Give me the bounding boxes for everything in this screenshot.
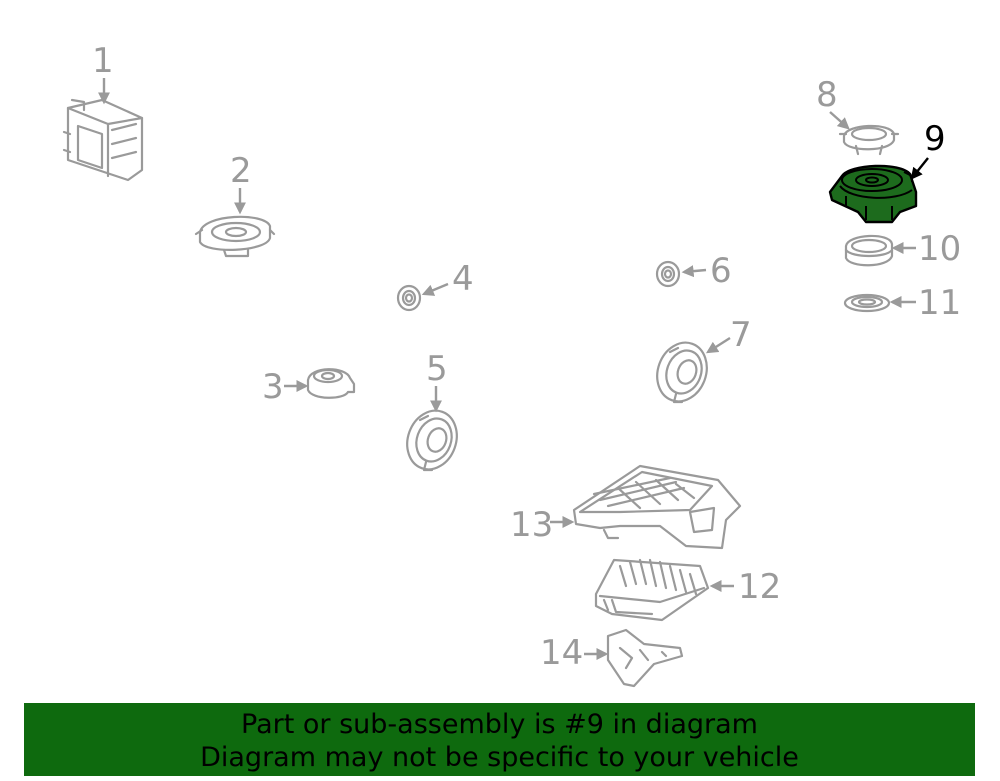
callout-7-arrow <box>705 336 731 354</box>
callout-10: 10 <box>918 229 961 269</box>
part-9-subwoofer[interactable] <box>828 164 918 224</box>
part-3-tweeter[interactable] <box>306 368 356 399</box>
info-banner: Part or sub-assembly is #9 in diagram Di… <box>24 703 975 776</box>
callout-8-arrow <box>829 111 850 130</box>
callout-4-arrow <box>421 282 449 296</box>
callout-13: 13 <box>510 505 553 545</box>
callout-14: 14 <box>540 633 583 673</box>
callout-4: 4 <box>452 259 474 299</box>
callout-11: 11 <box>918 283 961 323</box>
part-1-module[interactable] <box>62 98 144 182</box>
part-4-grommet[interactable] <box>396 284 422 312</box>
callout-2: 2 <box>230 151 252 191</box>
part-6-grommet[interactable] <box>655 260 681 288</box>
part-2-speaker[interactable] <box>194 215 276 258</box>
part-12-amplifier[interactable] <box>594 558 710 622</box>
banner-line-part-number: Part or sub-assembly is #9 in diagram <box>241 709 758 740</box>
part-8-ring[interactable] <box>838 124 900 156</box>
part-10-ring[interactable] <box>844 234 894 267</box>
callout-1: 1 <box>92 41 114 81</box>
part-13-amplifier-cover[interactable] <box>572 464 742 550</box>
callout-6: 6 <box>710 251 732 291</box>
parts-diagram: 1 2 3 4 5 6 <box>62 41 961 688</box>
callout-9-arrow <box>910 157 929 180</box>
part-7-woofer[interactable] <box>649 336 715 409</box>
callout-8: 8 <box>816 75 838 115</box>
callout-5: 5 <box>426 349 448 389</box>
callout-6-arrow <box>681 265 707 278</box>
callout-3: 3 <box>262 367 284 407</box>
callout-9: 9 <box>924 119 946 159</box>
banner-line-disclaimer: Diagram may not be specific to your vehi… <box>200 742 799 773</box>
callout-7: 7 <box>730 315 752 355</box>
callout-12: 12 <box>738 567 781 607</box>
part-14-bracket[interactable] <box>606 628 684 688</box>
part-11-gasket[interactable] <box>843 293 891 313</box>
part-5-woofer[interactable] <box>399 404 465 477</box>
